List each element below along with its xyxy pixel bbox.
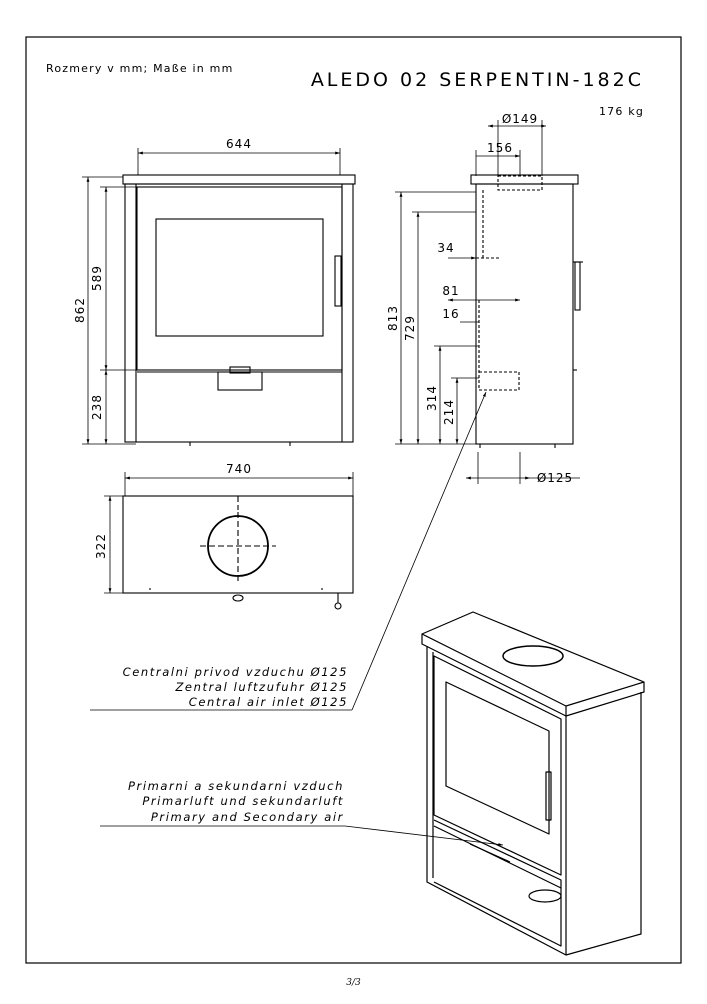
weight-label: 176 kg bbox=[599, 105, 644, 118]
side-height-729-dim: 729 bbox=[403, 315, 417, 341]
side-view bbox=[470, 174, 583, 448]
side-height-813-dim: 813 bbox=[386, 305, 400, 331]
iso-side-face bbox=[565, 692, 642, 956]
primary-air-label-en: Primary and Secondary air bbox=[151, 810, 344, 824]
front-height-lower-dim: 238 bbox=[90, 394, 104, 420]
units-note: Rozmery v mm; Maße in mm bbox=[46, 62, 233, 75]
front-top-plate bbox=[122, 174, 356, 185]
iso-front-face bbox=[426, 646, 567, 956]
front-height-total-dim: 862 bbox=[73, 297, 87, 323]
front-height-upper-dim: 589 bbox=[90, 265, 104, 291]
air-inlet-callout: Centralni privod vzduchu Ø125 Zentral lu… bbox=[123, 665, 348, 709]
dim-81: 81 bbox=[442, 284, 459, 298]
flue-outlet bbox=[497, 175, 543, 191]
dim-34: 34 bbox=[437, 241, 454, 255]
side-height-314-dim: 314 bbox=[425, 385, 439, 411]
front-body bbox=[124, 183, 354, 443]
iso-handle bbox=[545, 771, 552, 821]
iso-glass bbox=[445, 681, 550, 835]
dim-16: 16 bbox=[442, 307, 459, 321]
iso-flue-opening bbox=[502, 645, 564, 667]
inlet-diameter-dim: Ø125 bbox=[537, 471, 573, 485]
iso-door bbox=[433, 655, 562, 876]
front-view bbox=[122, 174, 356, 446]
primary-air-callout: Primarni a sekundarni vzduch Primarluft … bbox=[128, 779, 344, 824]
iso-air-inlet bbox=[528, 889, 562, 903]
primary-air-label-de: Primarluft und sekundarluft bbox=[142, 794, 344, 808]
side-handle bbox=[574, 261, 581, 311]
flue-offset-dim: 156 bbox=[487, 141, 513, 155]
door-handle bbox=[334, 255, 342, 307]
air-inlet-label-en: Central air inlet Ø125 bbox=[189, 695, 348, 709]
model-title: ALEDO 02 SERPENTIN-182C bbox=[311, 69, 644, 91]
air-inlet-label-de: Zentral luftzufuhr Ø125 bbox=[174, 680, 348, 694]
top-width-dim: 740 bbox=[226, 462, 252, 476]
side-body bbox=[475, 183, 574, 445]
iso-top-surface bbox=[421, 611, 645, 707]
page-number: 3/3 bbox=[346, 978, 361, 988]
primary-air-label-cz: Primarni a sekundarni vzduch bbox=[128, 779, 344, 793]
front-width-dim: 644 bbox=[226, 137, 252, 151]
drawing-frame bbox=[25, 36, 682, 964]
air-inlet-label-cz: Centralni privod vzduchu Ø125 bbox=[123, 665, 348, 679]
front-door bbox=[136, 186, 343, 371]
front-glass bbox=[155, 218, 324, 337]
side-height-214-dim: 214 bbox=[442, 399, 456, 425]
top-depth-dim: 322 bbox=[94, 533, 108, 559]
flue-diameter-dim: Ø149 bbox=[502, 112, 538, 126]
isometric-view bbox=[421, 611, 645, 956]
air-inlet-outline bbox=[478, 371, 520, 391]
ash-pan-slot bbox=[217, 371, 263, 391]
top-view bbox=[122, 495, 354, 610]
